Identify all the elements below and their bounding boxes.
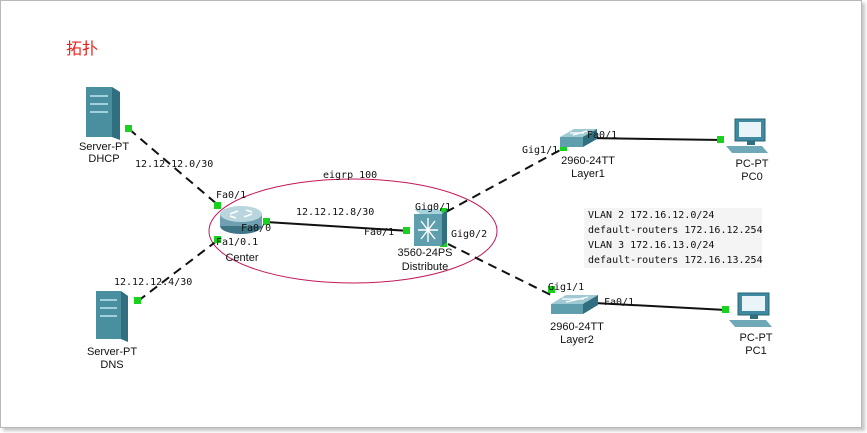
device-name-label: PC1	[745, 345, 766, 357]
router-icon	[220, 206, 262, 234]
device-name-label: Layer2	[560, 334, 594, 346]
port-label: Gig0/1	[415, 202, 451, 213]
link-dot	[125, 125, 132, 132]
device-type-label: 2960-24TT	[561, 155, 615, 167]
network-label: 12.12.12.0/30	[135, 159, 213, 170]
link-dot	[722, 306, 729, 313]
server-dns[interactable]: Server-PT DNS	[87, 291, 137, 371]
cable-dhcp-center	[128, 128, 219, 206]
cable-center-distribute	[265, 221, 411, 232]
server-icon	[86, 87, 120, 140]
link-dot	[717, 136, 724, 143]
link-dot	[440, 208, 447, 215]
switch-layer1[interactable]: 2960-24TT Layer1	[560, 129, 615, 180]
vlan-note-line: default-routers 172.16.12.254	[588, 225, 763, 236]
diagram-title: 拓扑	[66, 39, 98, 58]
vlan-note-background	[584, 208, 762, 268]
port-label: Fa0/0	[241, 223, 271, 234]
router-center[interactable]: Center	[220, 206, 262, 264]
link-dot	[263, 218, 270, 225]
switch-distribute[interactable]: 3560-24PS Distribute	[397, 209, 453, 273]
pc-pc1[interactable]: PC-PT PC1	[729, 292, 773, 357]
port-label: Fa0/1	[587, 130, 617, 141]
switch-layer2[interactable]: 2960-24TT Layer2	[550, 295, 604, 346]
multilayer-switch-icon	[414, 209, 447, 246]
port-label: Fa0/1	[216, 190, 246, 201]
server-dhcp[interactable]: Server-PT DHCP	[79, 87, 129, 165]
link-dot	[134, 297, 141, 304]
device-type-label: Server-PT	[79, 141, 129, 153]
eigrp-area-ellipse	[208, 178, 498, 284]
pc-pc0[interactable]: PC-PT PC0	[726, 118, 769, 183]
port-label: Gig1/1	[522, 145, 558, 156]
network-label: 12.12.12.8/30	[296, 207, 374, 218]
vlan-note-line: VLAN 3 172.16.13.0/24	[588, 240, 714, 251]
cable-dns-center	[137, 239, 219, 302]
port-label: Fa0/1	[364, 227, 394, 238]
port-label: Fa1/0.1	[216, 237, 258, 248]
device-name-label: DHCP	[88, 153, 119, 165]
vlan-note-line: VLAN 2 172.16.12.0/24	[588, 210, 714, 221]
cable-distribute-layer1	[445, 147, 565, 213]
vlan-note-line: default-routers 172.16.13.254	[588, 255, 763, 266]
device-type-label: 3560-24PS	[397, 247, 452, 259]
switch-icon	[551, 295, 598, 314]
device-name-label: Distribute	[402, 261, 448, 273]
network-label: 12.12.12.4/30	[114, 277, 192, 288]
pc-icon	[729, 292, 772, 327]
switch-icon	[560, 129, 597, 147]
device-name-label: PC0	[741, 171, 762, 183]
device-name-label: Layer1	[571, 168, 605, 180]
vlan-note: VLAN 2 172.16.12.0/24 default-routers 17…	[584, 208, 763, 268]
device-name-label: Center	[225, 252, 258, 264]
link-dot	[214, 236, 221, 243]
device-type-label: PC-PT	[740, 332, 773, 344]
pc-icon	[726, 118, 768, 153]
eigrp-label: eigrp 100	[323, 170, 377, 181]
link-dot	[548, 286, 555, 293]
link-dot	[560, 144, 567, 151]
cable-distribute-layer2	[447, 243, 554, 297]
link-dot	[214, 202, 221, 209]
cable-layer1-pc0	[585, 137, 723, 141]
port-label: Gig1/1	[548, 282, 584, 293]
port-label: Fa0/1	[604, 297, 634, 308]
device-type-label: PC-PT	[736, 158, 769, 170]
cable-layer2-pc1	[575, 301, 727, 311]
device-type-label: 2960-24TT	[550, 321, 604, 333]
port-label: Gig0/2	[451, 229, 487, 240]
link-dot	[403, 227, 410, 234]
device-type-label: Server-PT	[87, 346, 137, 358]
server-icon	[96, 291, 128, 342]
device-name-label: DNS	[100, 359, 123, 371]
